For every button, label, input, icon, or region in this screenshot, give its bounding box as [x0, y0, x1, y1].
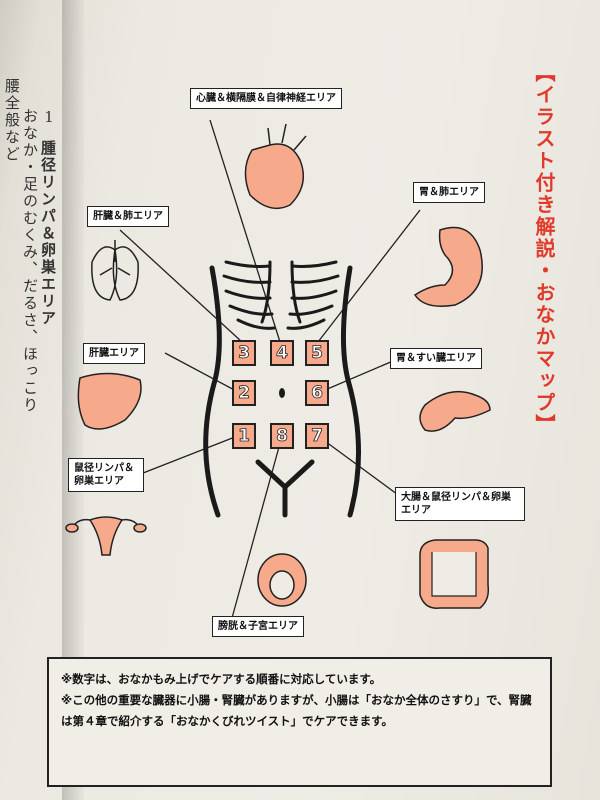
page-spine [62, 0, 84, 800]
note-line: ※数字は、おなかもみ上げでケアする順番に対応しています。 [61, 672, 382, 686]
number-box: 5 [305, 340, 329, 366]
number-box: 3 [232, 340, 256, 366]
number-box: 2 [232, 380, 256, 406]
number-box: 7 [305, 423, 329, 449]
label-pancreas-area: 胃＆すい臓エリア [390, 348, 482, 369]
number-box: 6 [305, 380, 329, 406]
label-heart-area: 心臓＆横隔膜＆自律神経エリア [190, 88, 342, 109]
chapter-number: 1 [40, 108, 58, 128]
page-title: 【イラスト付き解説・おなかマップ】 [532, 62, 556, 436]
left-heading: 腫径リンパ＆卵巣エリア [39, 140, 57, 327]
left-text-col2: おなか・足のむくみ、だるさ、ほっこり [21, 108, 39, 414]
number-box: 8 [270, 423, 294, 449]
label-lung-area: 肝臓＆肺エリア [87, 206, 169, 227]
label-liver-area: 肝臓エリア [83, 343, 145, 364]
label-colon-area: 大腸＆鼠径リンパ＆卵巣エリア [395, 487, 525, 521]
notes-box: ※数字は、おなかもみ上げでケアする順番に対応しています。 ※この他の重要な臓器に… [47, 657, 552, 787]
number-box: 1 [232, 423, 256, 449]
number-box: 4 [270, 340, 294, 366]
note-line: ※この他の重要な臓器に小腸・腎臓がありますが、小腸は「おなか全体のさすり」で、腎… [61, 693, 532, 728]
label-bladder-area: 膀胱＆子宮エリア [212, 616, 304, 637]
label-ovary-area: 鼠径リンパ＆卵巣エリア [68, 458, 144, 492]
label-stomach-area: 胃＆肺エリア [413, 182, 485, 203]
left-text-col3: 腰全般など [3, 78, 21, 163]
